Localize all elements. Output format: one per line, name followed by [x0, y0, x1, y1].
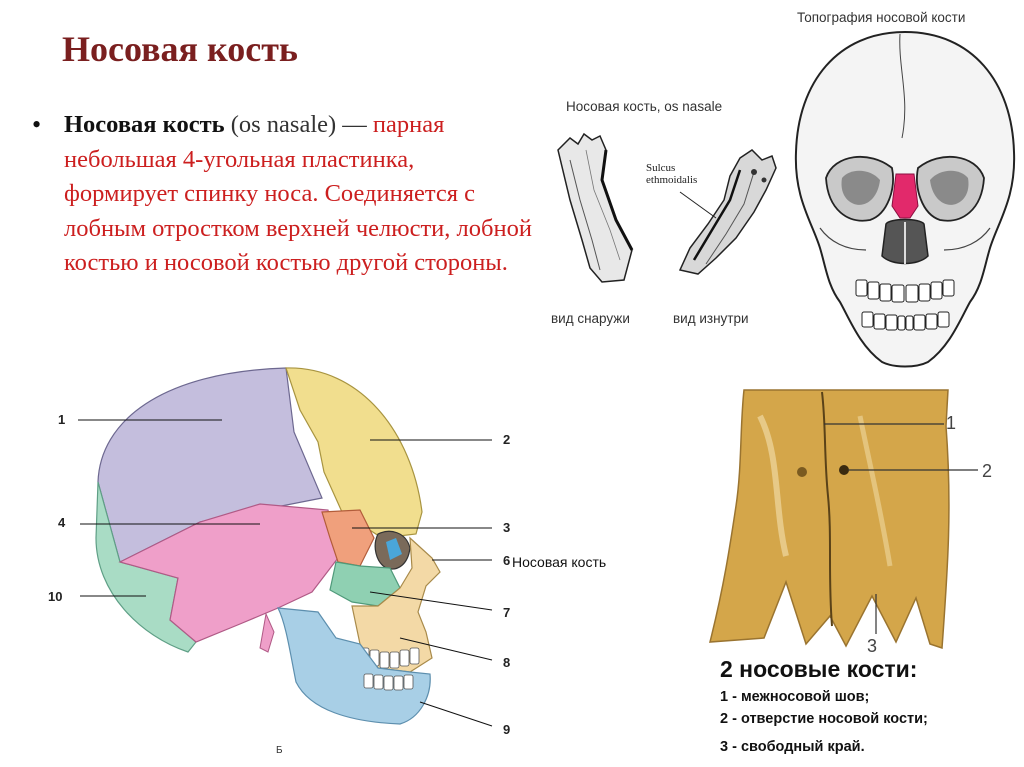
skull-number-9: 9: [503, 722, 511, 737]
lateral-skull-drawing: [78, 367, 493, 727]
bullet-definition: парная небольшая 4-угольная пластинка, ф…: [64, 111, 532, 276]
caption-outer-view: вид снаружи: [551, 311, 630, 326]
nasal-bone-inner-view: [678, 149, 777, 275]
nasal-bone-outer-view: [557, 132, 634, 283]
bullet-term: Носовая кость: [64, 111, 225, 138]
slide-title: Носовая кость: [62, 29, 298, 69]
skull-number-2: 2: [503, 432, 511, 447]
legend-item-2: 2 - отверстие носовой кости;: [720, 711, 928, 727]
legend-heading: 2 носовые кости:: [720, 656, 918, 682]
bullet-marker: •: [32, 110, 42, 139]
skull-number-10: 10: [48, 589, 63, 604]
sulcus-annotation: Sulcus ethmoidalis: [646, 162, 697, 186]
figure-letter: Б: [276, 745, 283, 756]
closeup-number-1: 1: [946, 413, 957, 433]
topography-heading: Топография носовой кости: [797, 10, 966, 25]
mandible-region: [276, 607, 431, 725]
temporal-region: [118, 503, 339, 643]
nasal-foramen: [839, 465, 849, 475]
legend-item-1: 1 - межносовой шов;: [720, 689, 870, 705]
bullet-latin: (os nasale) —: [224, 111, 373, 138]
nasal-bone-highlight: [891, 173, 919, 219]
closeup-number-3: 3: [867, 636, 878, 656]
skull-number-6: 6: [503, 553, 511, 568]
skull-number-7: 7: [503, 605, 511, 620]
skull-number-8: 8: [503, 655, 511, 670]
caption-inner-view: вид изнутри: [673, 311, 749, 326]
closeup-number-2: 2: [982, 461, 993, 481]
skull-topography-drawing: [794, 30, 1016, 368]
sulcus-annotation-line1: Sulcus: [646, 162, 676, 174]
nasal-bones-closeup-drawing: [709, 389, 978, 650]
sulcus-annotation-line2: ethmoidalis: [646, 174, 698, 186]
nasal-views-heading: Носовая кость, os nasale: [566, 99, 723, 114]
nasal-bone-views-drawing: [557, 132, 777, 283]
bullet-text: Носовая кость (os nasale) — парная небол…: [64, 108, 534, 281]
legend-item-3: 3 - свободный край.: [720, 739, 865, 755]
parietal-region: [97, 367, 323, 563]
skull-number-1: 1: [58, 412, 66, 427]
skull-number-3: 3: [503, 520, 511, 535]
nasal-bone-overlay-label: Носовая кость: [512, 554, 607, 570]
skull-number-4: 4: [58, 515, 66, 530]
